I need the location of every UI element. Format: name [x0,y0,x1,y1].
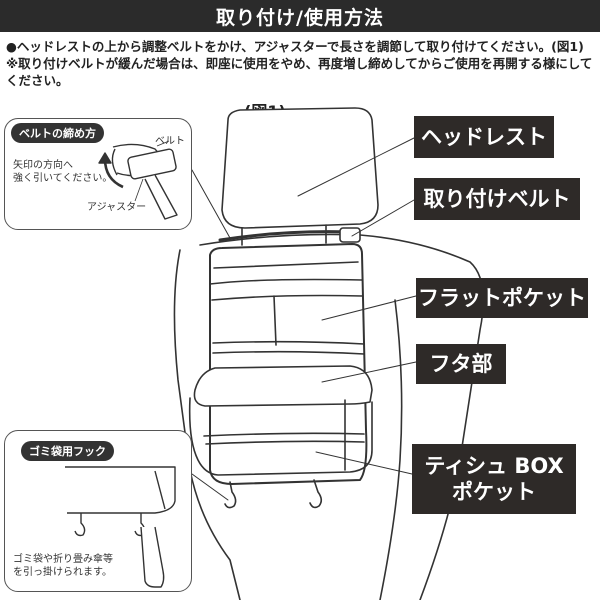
page-title: 取り付け/使用方法 [216,6,384,29]
belt-adjuster-illustration [98,140,178,220]
adjuster-label: アジャスター [87,202,147,213]
belt-arrow-instruction: 矢印の方向へ 強く引いてください。 [13,159,112,185]
hook-description: ゴミ袋や折り畳み傘等 を引っ掛けられます。 [13,553,113,579]
instructions: ●ヘッドレストの上から調整ベルトをかけ、アジャスターで長さを調節して取り付けてく… [6,38,596,89]
instruction-line-2: ※取り付けベルトが緩んだ場合は、即座に使用をやめ、再度増し締めしてからご使用を再… [6,56,593,88]
callout-lid: フタ部 [416,344,506,384]
callout-belt: 取り付けベルト [414,178,580,220]
callout-flat-pocket-label: フラットポケット [418,286,586,310]
belt-inset: ベルトの締め方 ベルト 矢印の方向へ 強く引いてください。 アジャスター [4,118,192,230]
page-header: 取り付け/使用方法 [0,0,600,32]
callout-flat-pocket: フラットポケット [416,278,588,318]
callout-belt-label: 取り付けベルト [423,187,571,211]
hook-illustration [65,466,176,588]
instruction-line-1: ●ヘッドレストの上から調整ベルトをかけ、アジャスターで長さを調節して取り付けてく… [6,39,584,54]
hook-inset: ゴミ袋用フック ゴミ袋や折り畳み傘等 を引っ掛けられます。 [4,430,192,592]
callout-headrest: ヘッドレスト [414,116,554,158]
callout-tissue-pocket: ティシュ BOX ポケット [412,444,576,514]
belt-label: ベルト [155,136,185,147]
hook-description-1: ゴミ袋や折り畳み傘等 [13,554,113,565]
hook-inset-title: ゴミ袋用フック [21,441,114,461]
belt-arrow-instruction-2: 強く引いてください。 [13,173,113,184]
belt-arrow-instruction-1: 矢印の方向へ [13,160,73,171]
callout-headrest-label: ヘッドレスト [421,125,547,149]
belt-inset-title: ベルトの締め方 [11,123,104,143]
callout-lid-label: フタ部 [429,352,493,376]
callout-tissue-label-2: ポケット [452,480,536,504]
callout-tissue-label-1: ティシュ BOX [424,454,564,478]
hook-description-2: を引っ掛けられます。 [13,567,112,578]
